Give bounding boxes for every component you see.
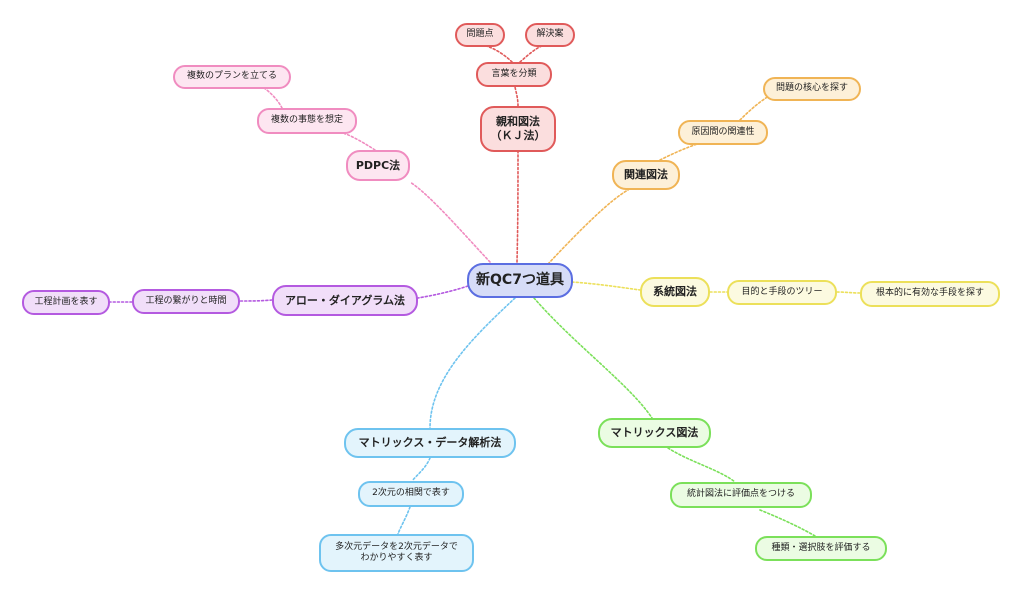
node-nijigen-soukan[interactable]: 2次元の相関で表す: [358, 481, 464, 507]
node-plan-tateru[interactable]: 複数のプランを立てる: [173, 65, 291, 89]
node-mokuteki-tree[interactable]: 目的と手段のツリー: [727, 280, 837, 305]
link-child-shurui: [759, 509, 816, 537]
node-matrix-data[interactable]: マトリックス・データ解析法: [344, 428, 516, 458]
node-kaiketsuan[interactable]: 解決案: [525, 23, 575, 47]
node-matrix-zuhou[interactable]: マトリックス図法: [598, 418, 711, 448]
link-child-plan: [263, 87, 283, 109]
link-child-mondai: [485, 45, 513, 63]
link-root-kj: [516, 151, 519, 263]
node-konpon-shudan[interactable]: 根本的に有効な手段を探す: [860, 281, 1000, 307]
link-matrixdata-child: [411, 457, 431, 482]
node-kanren-zuhou[interactable]: 関連図法: [612, 160, 680, 190]
node-sentakushi-hyouka[interactable]: 種類・選択肢を評価する: [755, 536, 887, 561]
link-pdpc-child: [344, 133, 376, 151]
node-arrow-diagram[interactable]: アロー・ダイアグラム法: [272, 285, 418, 316]
node-keitou-zuhou[interactable]: 系統図法: [640, 277, 710, 307]
link-kj-child: [514, 86, 519, 107]
link-root-matrixdata: [429, 297, 516, 429]
link-root-arrow: [417, 285, 469, 299]
node-jitai-soutei[interactable]: 複数の事態を想定: [257, 108, 357, 134]
link-child-tajigen: [397, 506, 411, 535]
link-root-matrix: [533, 297, 653, 419]
node-tajigen-data[interactable]: 多次元データを2次元データで わかりやすく表す: [319, 534, 474, 572]
link-arrow-child: [239, 299, 273, 302]
link-root-kanren: [547, 189, 629, 265]
node-koutei-keikaku[interactable]: 工程計画を表す: [22, 290, 110, 315]
link-matrix-child: [667, 447, 736, 483]
node-genin-kanrensei[interactable]: 原因間の関連性: [678, 120, 768, 145]
node-kaku-sagasu[interactable]: 問題の核心を探す: [763, 77, 861, 101]
link-root-keitou: [571, 281, 641, 291]
link-root-pdpc: [409, 181, 491, 263]
node-hyoukaten[interactable]: 統計図法に評価点をつける: [670, 482, 812, 508]
link-child-konpon: [836, 291, 861, 294]
node-kotoba-bunrui[interactable]: 言葉を分類: [476, 62, 552, 87]
node-kj-method[interactable]: 親和図法 （ＫＪ法）: [480, 106, 556, 152]
node-pdpc[interactable]: PDPC法: [346, 150, 410, 181]
node-koutei-tsunagari[interactable]: 工程の繋がりと時間: [132, 289, 240, 314]
node-mondaiten[interactable]: 問題点: [455, 23, 505, 47]
root-node[interactable]: 新QC7つ道具: [467, 263, 573, 298]
link-child-kaiketsu: [519, 45, 543, 63]
